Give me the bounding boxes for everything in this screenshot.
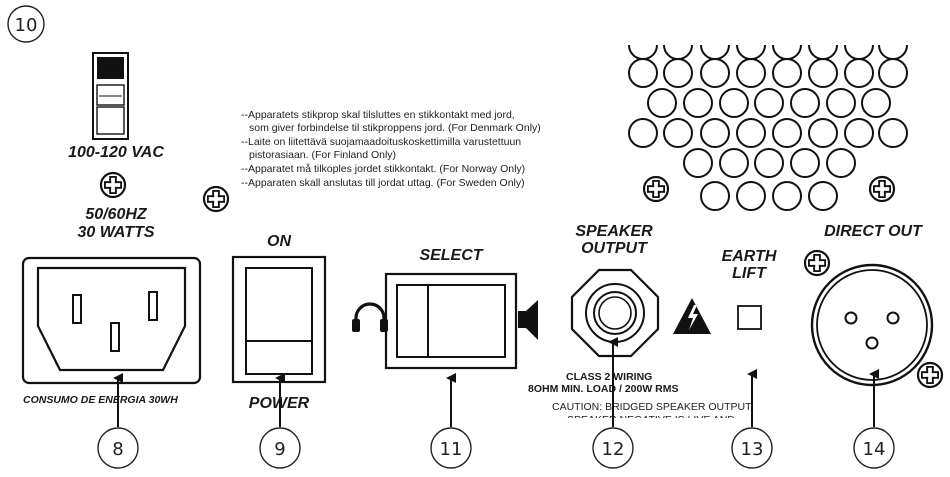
figure-number: 10 xyxy=(15,15,38,36)
vent-hole xyxy=(700,45,730,60)
screw-icon xyxy=(916,361,944,389)
vent-hole xyxy=(719,88,749,118)
callout-14: 14 xyxy=(853,427,895,469)
vent-hole xyxy=(772,45,802,60)
screw-icon xyxy=(99,171,127,199)
vent-hole xyxy=(808,58,838,88)
vent-hole xyxy=(683,148,713,178)
vent-hole xyxy=(700,181,730,211)
callout-number: 14 xyxy=(863,439,886,460)
vent-hole xyxy=(683,88,713,118)
energy-consumption-label: CONSUMO DE ENERGIA 30WH xyxy=(23,394,178,406)
vent-hole xyxy=(663,45,693,60)
caution-line2: SPEAKER NEGATIVE IS LIVE AND xyxy=(567,414,735,426)
vent-hole xyxy=(628,45,658,60)
vent-hole xyxy=(826,148,856,178)
iec-power-inlet[interactable] xyxy=(21,256,202,385)
notice-line: --Apparaten skall anslutas till jordat u… xyxy=(241,177,525,189)
callout-12: 12 xyxy=(592,427,634,469)
class2-wiring-label: CLASS 2 WIRING xyxy=(566,371,652,383)
callout-number: 12 xyxy=(602,439,625,460)
vent-hole xyxy=(736,45,766,60)
notice-line: som giver forbindelse til stikproppens j… xyxy=(249,122,541,134)
vent-hole xyxy=(772,118,802,148)
vent-hole xyxy=(878,45,908,60)
callout-13: 13 xyxy=(731,427,773,469)
earth-lift-label-line1: EARTH xyxy=(722,248,777,265)
load-rating-label: 8OHM MIN. LOAD / 200W RMS xyxy=(528,383,679,395)
vent-hole xyxy=(663,58,693,88)
vent-hole xyxy=(700,118,730,148)
vent-hole xyxy=(663,118,693,148)
grounding-notice: --Apparatets stikprop skal tilsluttes en… xyxy=(241,109,541,189)
callout-11: 11 xyxy=(430,427,472,469)
speaker-icon xyxy=(518,300,538,340)
callout-number: 11 xyxy=(440,439,463,460)
notice-line: pistorasiaan. (For Finland Only) xyxy=(249,149,396,161)
power-switch[interactable] xyxy=(231,255,327,384)
speaker-output-label-line2: OUTPUT xyxy=(581,240,648,257)
vent-hole xyxy=(647,88,677,118)
callout-number: 13 xyxy=(741,439,764,460)
notice-line: --Laite on liitettävä suojamaadoituskosk… xyxy=(241,136,521,148)
notice-line: --Apparatet må tilkoples jordet stikkont… xyxy=(241,163,525,175)
vent-hole xyxy=(861,88,891,118)
earth-lift-label-line2: LIFT xyxy=(732,265,767,282)
vent-hole xyxy=(844,45,874,60)
vent-hole xyxy=(878,58,908,88)
callout-8: 8 xyxy=(97,427,139,469)
vent-hole xyxy=(628,58,658,88)
vent-hole xyxy=(736,118,766,148)
speaker-output-label-line1: SPEAKER xyxy=(575,223,653,240)
vent-hole xyxy=(772,58,802,88)
callout-number: 8 xyxy=(112,439,123,460)
callout-9: 9 xyxy=(259,427,301,469)
vent-hole xyxy=(628,118,658,148)
select-switch[interactable] xyxy=(384,272,518,370)
vent-hole xyxy=(808,45,838,60)
screw-icon xyxy=(803,249,831,277)
notice-line: --Apparatets stikprop skal tilsluttes en… xyxy=(241,109,515,121)
screw-icon xyxy=(868,175,896,203)
vent-hole xyxy=(754,148,784,178)
figure-number-badge: 10 xyxy=(7,5,45,43)
speaker-output-jack[interactable] xyxy=(570,268,660,358)
screw-icon xyxy=(202,185,230,213)
on-label: ON xyxy=(267,233,291,250)
vent-hole xyxy=(736,58,766,88)
vent-hole xyxy=(844,118,874,148)
vent-hole xyxy=(719,148,749,178)
direct-out-xlr-connector[interactable] xyxy=(810,263,934,387)
headphones-icon xyxy=(352,302,388,332)
direct-out-label: DIRECT OUT xyxy=(824,223,923,240)
vent-hole xyxy=(772,181,802,211)
callout-arrows xyxy=(113,337,879,427)
vent-hole xyxy=(736,181,766,211)
voltage-label: 100-120 VAC xyxy=(68,144,164,161)
earth-lift-switch[interactable] xyxy=(737,305,762,330)
vent-hole xyxy=(808,118,838,148)
ventilation-grille xyxy=(628,45,908,211)
voltage-selector-switch[interactable] xyxy=(92,52,129,140)
screw-icon xyxy=(642,175,670,203)
wattage-label: 30 WATTS xyxy=(77,224,154,241)
vent-hole xyxy=(826,88,856,118)
vent-hole xyxy=(808,181,838,211)
electric-shock-warning-icon xyxy=(673,298,711,334)
vent-hole xyxy=(700,58,730,88)
vent-hole xyxy=(790,88,820,118)
vent-hole xyxy=(790,148,820,178)
caution-line1: CAUTION: BRIDGED SPEAKER OUTPUT. xyxy=(552,401,753,413)
vent-hole xyxy=(878,118,908,148)
vent-hole xyxy=(754,88,784,118)
callout-number: 9 xyxy=(274,439,285,460)
select-label: SELECT xyxy=(419,247,483,264)
frequency-label: 50/60HZ xyxy=(85,206,148,223)
vent-hole xyxy=(844,58,874,88)
